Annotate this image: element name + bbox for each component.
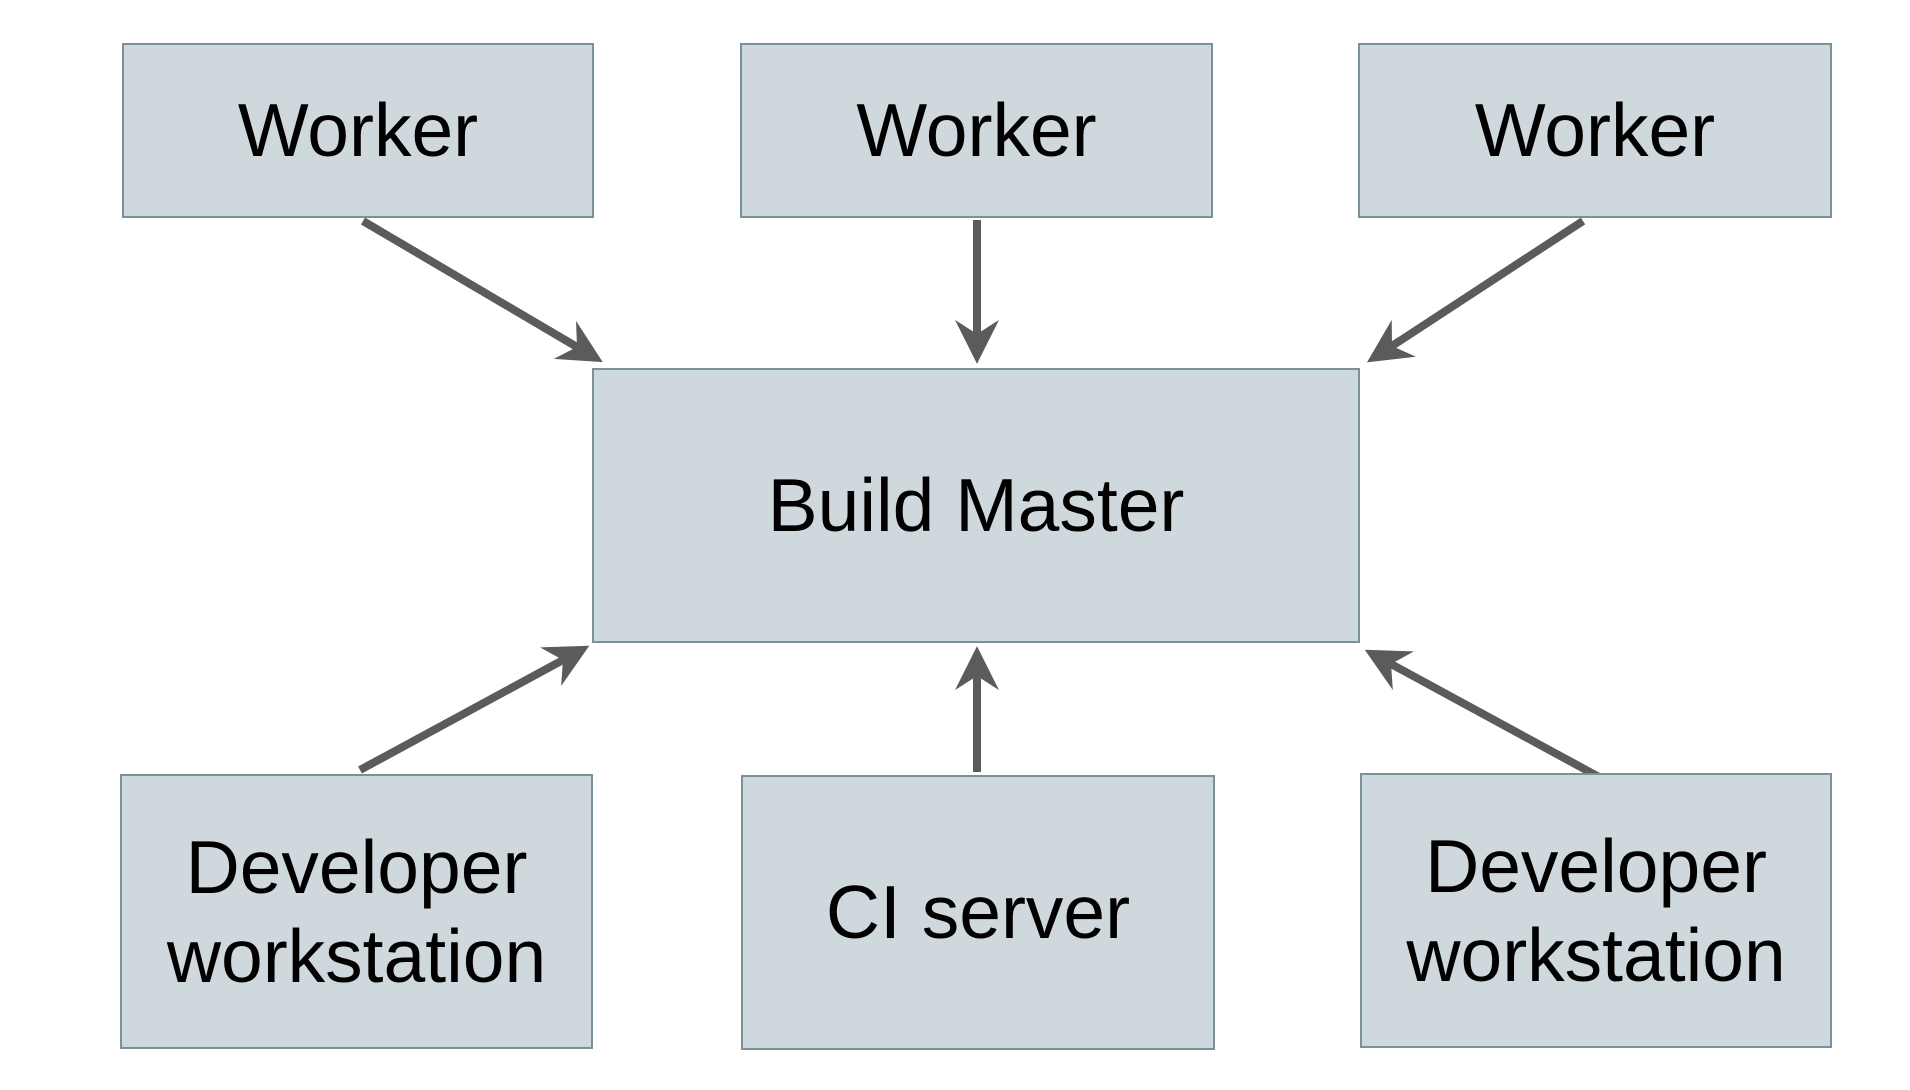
node-dev-workstation-left: Developer workstation: [120, 774, 593, 1049]
node-dev-workstation-right: Developer workstation: [1360, 773, 1832, 1048]
node-label: Build Master: [767, 463, 1185, 548]
node-worker-2: Worker: [740, 43, 1213, 218]
node-label: Worker: [1474, 88, 1716, 173]
node-label: CI server: [825, 870, 1131, 955]
node-worker-3: Worker: [1358, 43, 1832, 218]
node-label: Developer workstation: [1406, 824, 1786, 997]
arrow-worker1-to-buildmaster: [360, 217, 603, 363]
node-label: Worker: [856, 88, 1097, 173]
node-build-master: Build Master: [592, 368, 1360, 643]
arrow-worker3-to-buildmaster: [1366, 217, 1586, 363]
node-label: Worker: [237, 88, 479, 173]
node-worker-1: Worker: [122, 43, 594, 218]
arrow-devleft-to-buildmaster: [358, 645, 590, 774]
node-ci-server: CI server: [741, 775, 1215, 1050]
arrow-devright-to-buildmaster: [1364, 649, 1601, 781]
node-label: Developer workstation: [166, 825, 547, 998]
